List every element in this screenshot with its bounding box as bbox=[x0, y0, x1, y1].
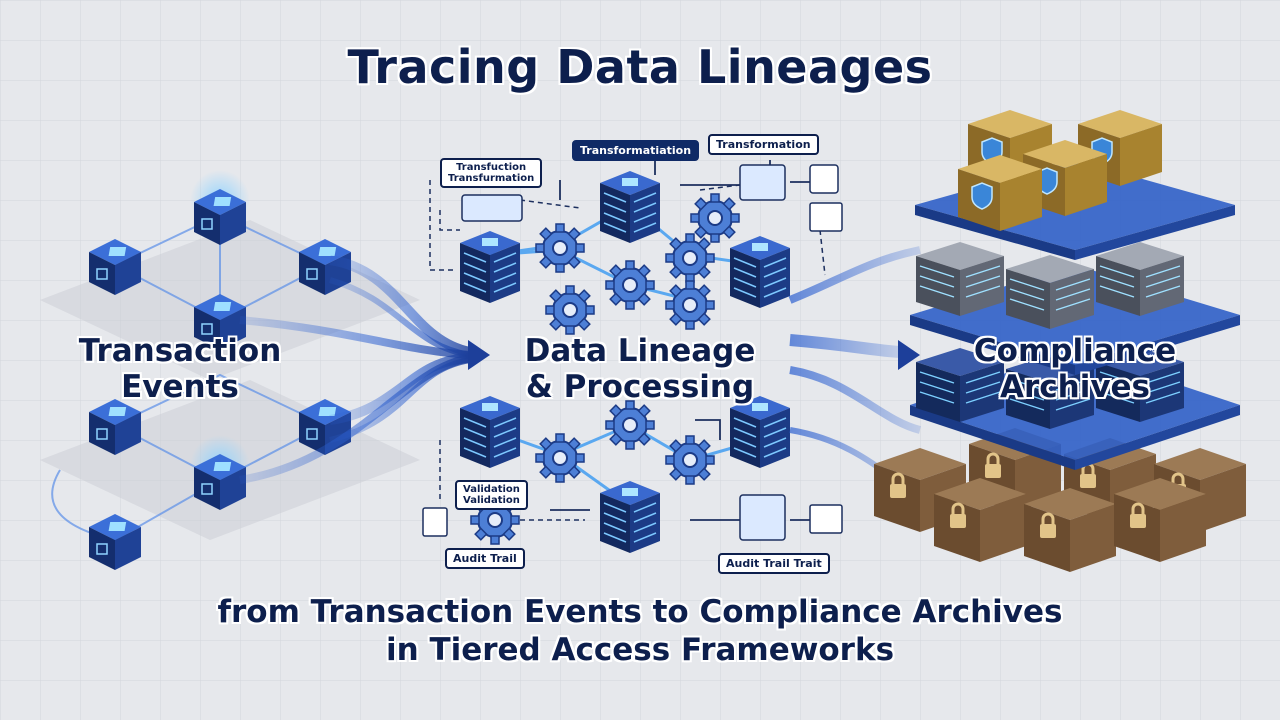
section-label-line2: & Processing bbox=[525, 369, 755, 405]
section-label-line2: Archives bbox=[999, 369, 1151, 405]
server-rack-icon bbox=[915, 241, 1005, 317]
transformation-label-line2: Transfurmation bbox=[448, 173, 535, 184]
processing-server-icon bbox=[459, 395, 521, 469]
server-rack-icon bbox=[1095, 241, 1185, 317]
padlock-icon bbox=[932, 476, 1028, 564]
padlock-icon bbox=[1022, 486, 1118, 574]
processing-server-icon bbox=[729, 395, 791, 469]
section-label-compliance-archives: Compliance Archives bbox=[945, 333, 1205, 405]
section-label-data-lineage: Data Lineage & Processing bbox=[490, 333, 790, 405]
gear-icon bbox=[605, 260, 655, 310]
audit-trail-label-left: Audit Trail bbox=[445, 548, 525, 569]
transformation-label-center: Transformatiation bbox=[572, 140, 700, 161]
transformation-label-line1: Transfuction bbox=[456, 162, 527, 173]
audit-trail-label-right: Audit Trail Trait bbox=[718, 553, 830, 574]
section-label-line2: Events bbox=[121, 369, 239, 405]
monitor-icon bbox=[422, 164, 843, 541]
lineage-arrows bbox=[550, 160, 810, 521]
padlock-icon bbox=[1112, 476, 1208, 564]
subtitle-line2: in Tiered Access Frameworks bbox=[385, 632, 895, 668]
gear-icon bbox=[535, 223, 585, 273]
processing-server-icon bbox=[459, 230, 521, 304]
lineage-dashed-links bbox=[429, 180, 826, 521]
processing-server-icon bbox=[599, 480, 661, 554]
gear-icon bbox=[690, 193, 740, 243]
validation-label-line2: Validation bbox=[463, 495, 520, 506]
shield-icon bbox=[957, 154, 1043, 232]
section-label-line1: Data Lineage bbox=[524, 333, 756, 369]
flow-arrow-icon bbox=[468, 340, 490, 370]
validation-label: Validation Validation bbox=[455, 480, 528, 510]
gear-icon bbox=[665, 280, 715, 330]
data-stream-left bbox=[239, 255, 472, 484]
section-label-transaction-events: Transaction Events bbox=[60, 333, 300, 405]
gear-icon bbox=[545, 285, 595, 335]
section-label-line1: Transaction bbox=[78, 333, 282, 369]
archive-tower bbox=[872, 109, 1248, 574]
gear-icon bbox=[665, 435, 715, 485]
subtitle-line1: from Transaction Events to Compliance Ar… bbox=[217, 594, 1063, 630]
flow-arrow-icon bbox=[898, 340, 920, 370]
gear-icon bbox=[605, 400, 655, 450]
processing-server-icon bbox=[729, 235, 791, 309]
transformation-label-right: Transformation bbox=[708, 134, 819, 155]
gear-icon bbox=[535, 433, 585, 483]
server-rack-icon bbox=[1005, 254, 1095, 330]
page-title: Tracing Data Lineages bbox=[347, 40, 933, 94]
gear-icon bbox=[665, 233, 715, 283]
transformation-label: Transfuction Transfurmation bbox=[440, 158, 543, 188]
section-label-line1: Compliance bbox=[973, 333, 1177, 369]
processing-server-icon bbox=[599, 170, 661, 244]
validation-label-line1: Validation bbox=[463, 484, 520, 495]
